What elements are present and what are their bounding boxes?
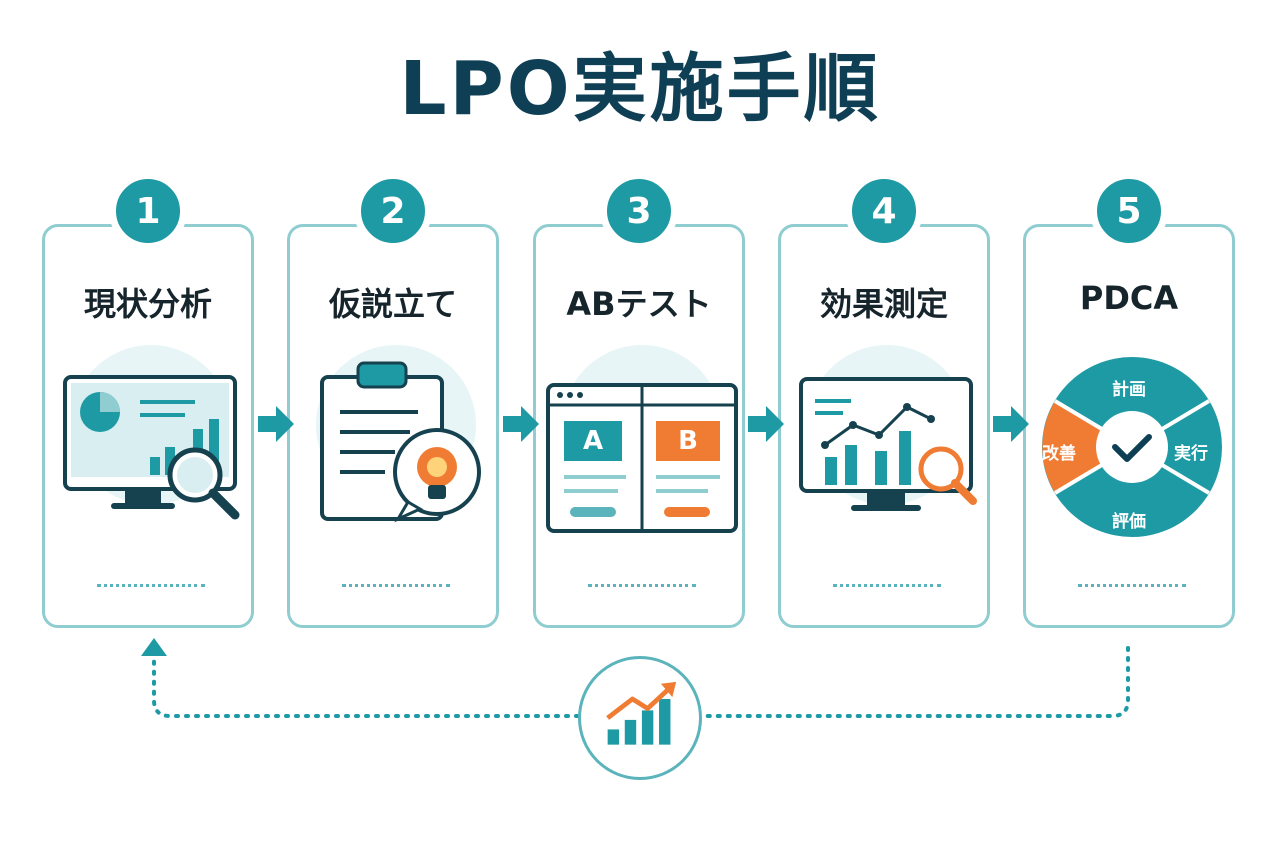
- arrow-right-icon: [993, 406, 1029, 442]
- ab-test-window-icon: [546, 383, 738, 533]
- step-badge: 1: [109, 172, 187, 250]
- step-card-analysis: 現状分析: [42, 224, 254, 628]
- arrow-right-icon: [503, 406, 539, 442]
- step-label: 効果測定: [819, 285, 948, 323]
- step-label: PDCA: [1079, 279, 1179, 317]
- measurement-monitor-icon: [799, 377, 977, 511]
- step-badge: 5: [1090, 172, 1168, 250]
- step-label: 仮説立て: [328, 285, 457, 323]
- step-card-hypothesis: 仮説立て: [287, 224, 499, 628]
- pdca-act-label: 改善: [1042, 444, 1076, 464]
- step-card-measurement: 効果測定: [778, 224, 990, 628]
- pdca-plan-label: 計画: [1112, 380, 1146, 400]
- step-label: ABテスト: [566, 285, 712, 323]
- step-badge: 4: [845, 172, 923, 250]
- pdca-cycle-icon: [1042, 357, 1222, 537]
- arrow-right-icon: [258, 406, 294, 442]
- analytics-monitor-icon: [63, 375, 240, 520]
- step-card-abtest: ABテスト A B: [533, 224, 745, 628]
- variant-b-label: B: [678, 426, 698, 456]
- clipboard-lightbulb-icon: [320, 361, 481, 523]
- dotted-divider: [588, 584, 696, 587]
- dotted-divider: [342, 584, 450, 587]
- step-card-pdca: PDCA 計画 実行 評価 改善: [1023, 224, 1235, 628]
- pdca-check-label: 評価: [1112, 512, 1146, 532]
- page-title: LPO実施手順: [399, 46, 881, 132]
- dotted-divider: [97, 584, 205, 587]
- dotted-divider: [1078, 584, 1186, 587]
- pdca-do-label: 実行: [1174, 444, 1208, 464]
- step-badge: 2: [354, 172, 432, 250]
- improvement-trend-badge: [578, 656, 702, 780]
- variant-a-label: A: [582, 426, 604, 456]
- step-label: 現状分析: [83, 285, 212, 323]
- arrow-right-icon: [748, 406, 784, 442]
- step-badge: 3: [600, 172, 678, 250]
- dotted-divider: [833, 584, 941, 587]
- growth-trend-icon: [606, 681, 677, 745]
